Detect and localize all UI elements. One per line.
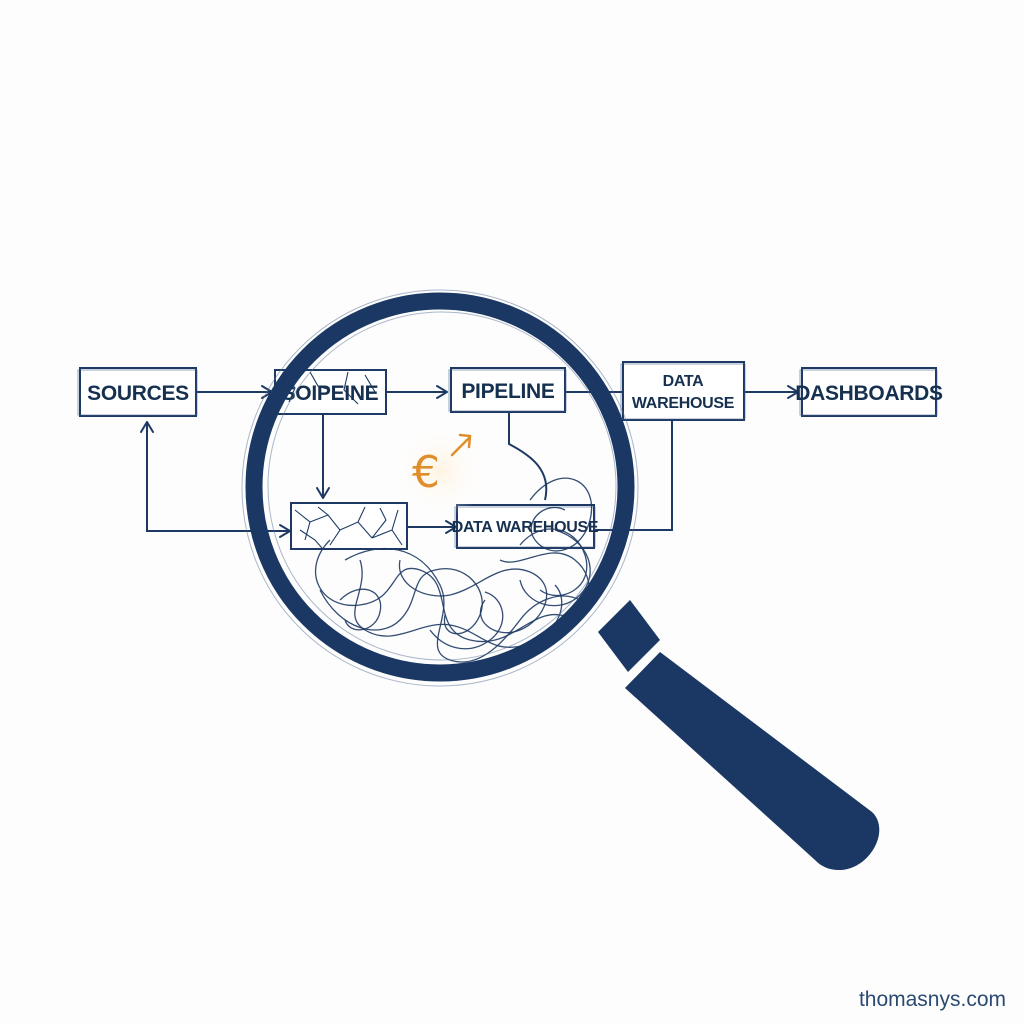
euro-icon: € — [412, 447, 440, 498]
arrowhead — [316, 487, 330, 499]
node-data-warehouse-inner: DATA WAREHOUSE — [452, 504, 599, 549]
arrowhead — [140, 421, 154, 433]
node-label-dashboards: DASHBOARDS — [795, 382, 943, 405]
node-label-warehouse-inner: DATA WAREHOUSE — [452, 519, 599, 536]
node-label-sources: SOURCES — [87, 382, 189, 405]
node-sketch-line — [448, 369, 567, 412]
node-label-warehouse-line2: WAREHOUSE — [632, 395, 735, 412]
node-label-broken-pipeline: SOIPEINE — [282, 382, 379, 405]
node-box — [622, 361, 745, 421]
node-label-warehouse-line1: DATA — [663, 373, 705, 390]
node-sketch-line — [620, 363, 746, 420]
node-dashboards: DASHBOARDS — [795, 367, 943, 417]
lens-ring — [245, 292, 635, 682]
edge-feedback-loop — [146, 422, 290, 532]
node-box — [79, 367, 197, 417]
trend-up-arrow-icon — [450, 433, 472, 457]
magnifying-glass-icon — [241, 289, 880, 871]
node-box — [801, 367, 937, 417]
edge-pipeline-drop — [508, 412, 548, 501]
lens-sketch-line — [241, 289, 639, 687]
node-broken-box — [290, 502, 408, 550]
tangle-scribble — [314, 477, 593, 663]
arrowhead — [787, 385, 799, 399]
node-sketch-line — [799, 369, 938, 416]
arrowhead — [436, 385, 448, 399]
node-box — [456, 504, 595, 549]
node-sketch-line — [77, 369, 198, 416]
node-pipeline: PIPELINE — [448, 367, 567, 413]
node-sources: SOURCES — [77, 367, 198, 417]
watermark: thomasnys.com — [858, 988, 1006, 1011]
crack-lines — [282, 371, 376, 405]
euro-glow — [392, 422, 488, 518]
node-box — [450, 367, 566, 413]
handle-grip — [625, 652, 880, 871]
node-label-pipeline: PIPELINE — [461, 380, 555, 403]
lens-sketch-line — [267, 311, 617, 661]
node-data-warehouse-top: DATA WAREHOUSE — [620, 361, 746, 421]
node-sketch-line — [454, 506, 596, 548]
handle-neck — [598, 600, 660, 672]
crack-lines — [294, 506, 403, 549]
euro-highlight: € — [392, 422, 488, 518]
